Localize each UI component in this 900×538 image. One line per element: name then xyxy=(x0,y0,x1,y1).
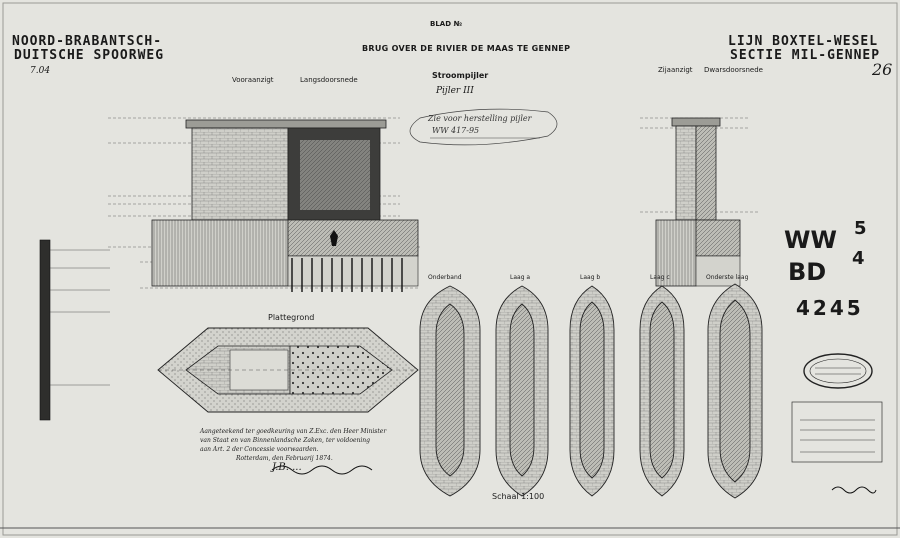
course-laag-c xyxy=(639,285,685,497)
cross-section-label: Dwarsdoorsnede xyxy=(704,66,763,74)
scale-label: Schaal 1:100 xyxy=(492,492,545,501)
code-ww: WW xyxy=(784,226,837,254)
course-label-onderste-laag: Onderste laag xyxy=(706,274,749,281)
approval-box-lines xyxy=(800,419,875,453)
course-laag-a xyxy=(495,285,549,497)
course-label-laag-b: Laag b xyxy=(580,274,601,281)
course-onderband xyxy=(419,285,481,497)
approval-line-2: van Staat en van Binnenlandsche Zaken, t… xyxy=(200,437,370,444)
pencil-note-line2: WW 417-95 xyxy=(432,126,480,135)
drawing-subject: BRUG OVER DE RIVIER DE MAAS TE GENNEP xyxy=(362,44,571,53)
company-title-line1: NOORD-BRABANTSCH- xyxy=(12,34,163,49)
pencil-note-outline xyxy=(409,108,558,146)
approval-line-4: Rotterdam, den Februarij 1874. xyxy=(236,455,333,462)
approval-box xyxy=(791,401,883,463)
pencil-note-line1: Zie voor herstelling pijler xyxy=(428,114,532,123)
course-label-laag-a: Laag a xyxy=(510,274,531,281)
boring-profile xyxy=(39,239,110,421)
signature-flourish xyxy=(271,465,373,475)
long-section-label: Langsdoorsnede xyxy=(300,76,358,84)
code-number: 4245 xyxy=(796,296,864,320)
course-onderste-laag xyxy=(707,283,763,499)
course-laag-b xyxy=(569,285,615,497)
archive-stamp xyxy=(803,353,873,389)
side-view-label: Zijaanzigt xyxy=(658,66,693,74)
pier-title: Stroompijler xyxy=(432,71,489,80)
pier-subtitle: Pijler III xyxy=(436,86,474,96)
sheet-number: BLAD № xyxy=(430,20,462,28)
course-plans xyxy=(419,283,763,499)
pier-side-elevation xyxy=(655,117,741,287)
pier-front-elevation xyxy=(151,119,419,292)
course-label-laag-c: Laag c xyxy=(650,274,670,281)
code-bd-sup: 4 xyxy=(852,248,865,269)
approval-line-3: aan Art. 2 der Concessie voorwaarden. xyxy=(200,446,319,453)
course-label-onderband: Onderband xyxy=(428,274,462,281)
right-signature-flourish xyxy=(831,486,877,494)
reference-mark: 7.04 xyxy=(30,66,51,76)
pier-plan-view xyxy=(157,327,419,413)
plan-label: Plattegrond xyxy=(268,313,315,322)
code-ww-sup: 5 xyxy=(854,218,867,239)
company-title-line2: DUITSCHE SPOORWEG xyxy=(14,48,165,63)
page-mark: 26 xyxy=(872,60,893,79)
line-title-line2: SECTIE MIL-GENNEP xyxy=(730,48,881,63)
code-bd: BD xyxy=(788,258,827,286)
front-view-label: Vooraanzigt xyxy=(232,76,274,84)
line-title-line1: LIJN BOXTEL-WESEL xyxy=(728,34,879,49)
signature: J.B. ... xyxy=(272,462,302,473)
approval-line-1: Aangeteekend ter goedkeuring van Z.Exc. … xyxy=(200,428,387,435)
